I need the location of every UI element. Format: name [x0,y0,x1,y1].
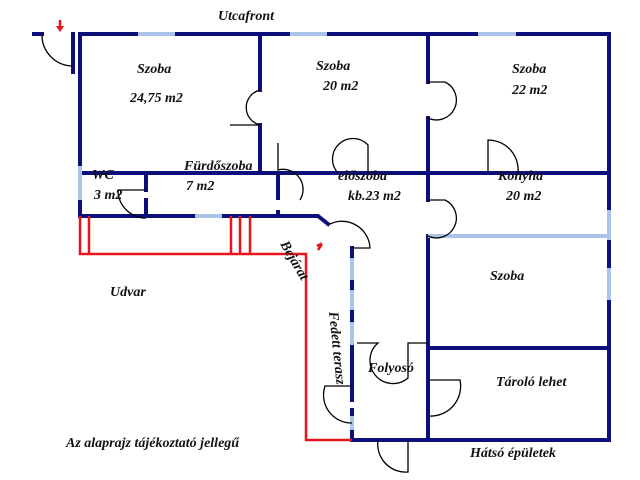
entrance-arrow-icon [316,242,322,249]
windows [78,32,611,430]
room-area: 20 m2 [505,189,541,204]
room-area: 20 m2 [322,79,358,94]
street-label: Utcafront [218,9,275,24]
storage-label: Tároló lehet [496,375,567,390]
room-name: Fürdőszoba [183,159,252,174]
disclaimer-label: Az alaprajz tájékoztató jellegű [65,436,240,451]
room-name: Szoba [316,59,350,74]
corridor-label: Folyosó [367,361,414,376]
yard-outline [56,20,352,442]
room-name: Szoba [137,62,171,77]
room-area: 3 m2 [93,188,122,203]
room-name: Konyha [497,169,543,184]
room-area: 7 m2 [186,179,214,194]
entry-arrow-icon [56,26,64,32]
back-buildings-label: Hátsó épületek [469,446,556,461]
doors [41,33,519,473]
room-area: 24,75 m2 [129,91,183,106]
room-name: Szoba [490,269,524,284]
room-area: kb.23 m2 [348,189,401,204]
room-area: 22 m2 [511,83,547,98]
room-name: Szoba [512,62,546,77]
room-name: előszoba [338,169,387,184]
yard-label: Udvar [110,285,146,300]
room-name: WC [92,168,114,183]
terrace-label: Fedett terasz [325,310,348,386]
